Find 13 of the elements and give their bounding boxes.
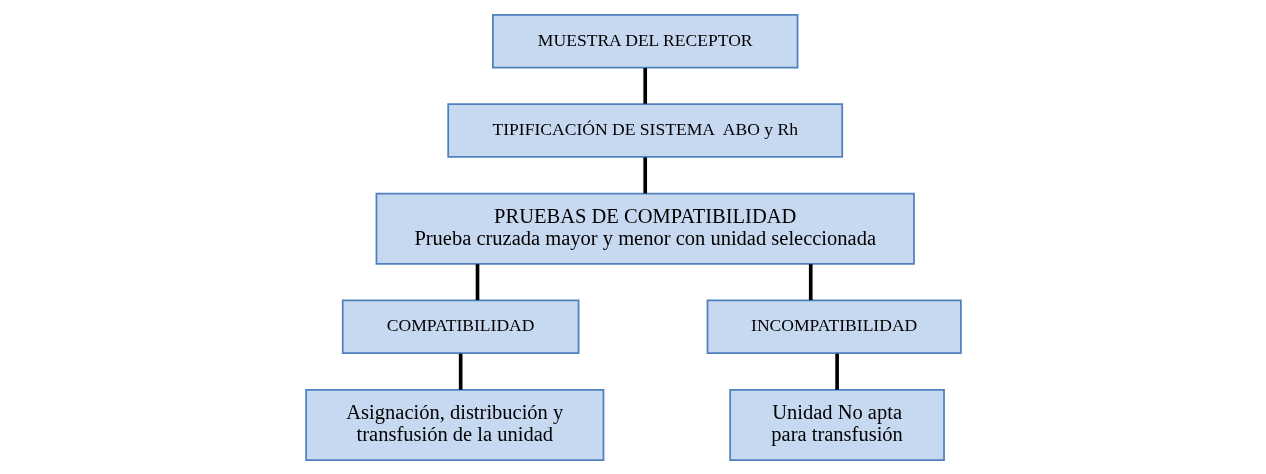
node-box: Asignación, distribución y transfusión de la unidad — [304, 388, 604, 461]
node-box: MUESTRA DEL RECEPTOR — [491, 13, 798, 68]
connector — [834, 353, 839, 390]
connector — [808, 263, 813, 300]
node-box: Unidad No apta para transfusión — [728, 388, 945, 461]
node-box: PRUEBAS DE COMPATIBILIDAD Prueba cruzada mayor y menor con unidad seleccionada — [375, 192, 915, 265]
connector — [458, 353, 462, 390]
connector — [475, 263, 479, 300]
connector — [642, 67, 647, 104]
node-box: INCOMPATIBILIDAD — [706, 299, 962, 354]
connector — [642, 156, 647, 193]
node-box: COMPATIBILIDAD — [341, 299, 579, 354]
node-box: TIPIFICACIÓN DE SISTEMA ABO y Rh — [446, 102, 843, 158]
